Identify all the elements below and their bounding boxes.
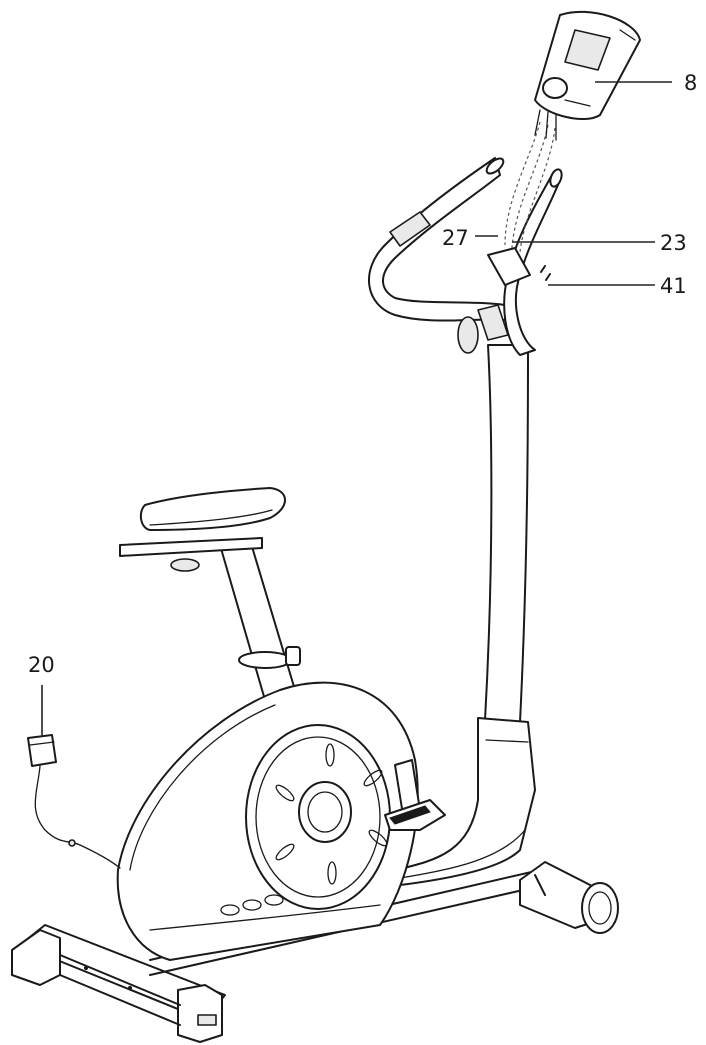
flywheel-shroud: [116, 681, 419, 961]
handlebar: [368, 157, 563, 356]
callout-27: 27: [442, 226, 469, 250]
callout-23: 23: [660, 231, 687, 255]
seat-assembly: [119, 487, 301, 701]
callout-labels: 8 27 23 41 20: [28, 71, 697, 677]
upright-column: [394, 344, 536, 886]
screws: [540, 265, 551, 281]
callout-8: 8: [684, 71, 697, 95]
callout-20: 20: [28, 653, 55, 677]
pedal-crank: [384, 759, 446, 831]
callout-41: 41: [660, 274, 687, 298]
leader-lines: [41, 81, 672, 736]
power-adapter: [27, 734, 121, 869]
rear-stabilizer: [11, 924, 226, 1043]
front-stabilizer: [519, 861, 619, 934]
console: [534, 10, 641, 120]
shroud-vents: [275, 743, 388, 885]
console-cables: [504, 109, 557, 253]
